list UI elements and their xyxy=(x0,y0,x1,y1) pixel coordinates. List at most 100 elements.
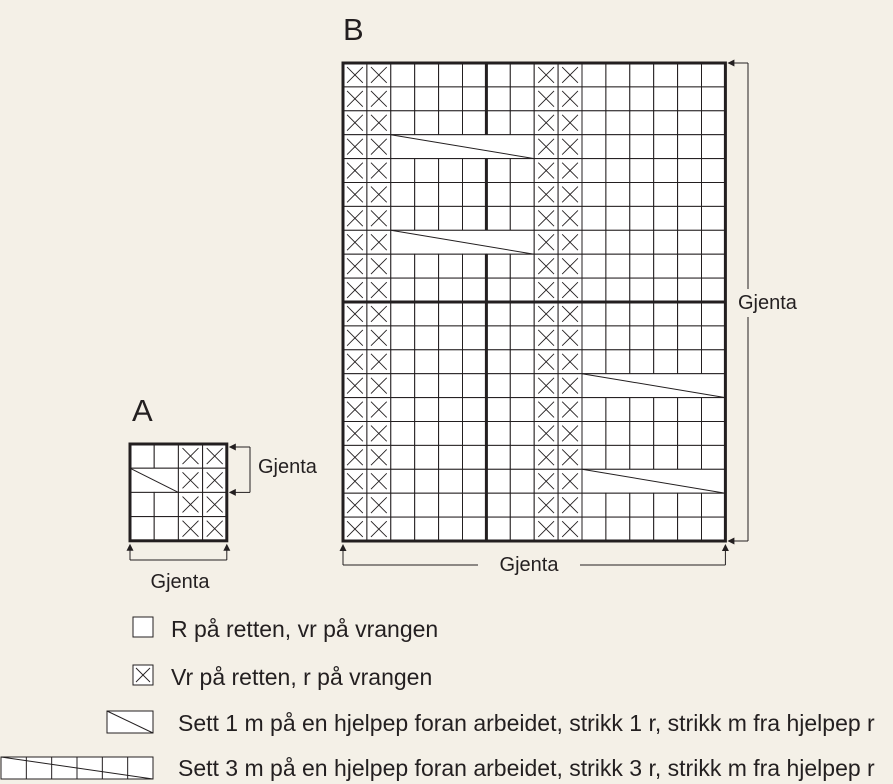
cable-diagonal xyxy=(390,229,535,255)
knit-cell xyxy=(605,277,631,303)
knit-cell xyxy=(462,158,487,184)
knit-cell xyxy=(605,86,631,112)
knit-cell xyxy=(509,421,535,446)
knit-cell xyxy=(414,444,440,470)
chart-b-grid xyxy=(341,61,727,543)
knit-cell xyxy=(462,110,487,136)
knit-cell xyxy=(438,182,464,207)
knit-cell xyxy=(605,421,631,446)
knit-cell xyxy=(677,86,702,112)
purl-mark xyxy=(537,377,555,394)
knit-cell xyxy=(485,205,511,231)
knit-cell xyxy=(653,397,679,423)
knit-cell xyxy=(509,468,535,494)
purl-mark xyxy=(370,281,388,299)
knit-cell xyxy=(605,349,631,375)
knit-cell xyxy=(581,516,607,542)
knit-cell xyxy=(462,277,487,303)
knit-cell xyxy=(629,158,655,184)
legend-text: Sett 1 m på en hjelpep foran arbeidet, s… xyxy=(178,710,875,736)
knit-cell xyxy=(390,349,416,375)
knit-cell xyxy=(390,86,416,112)
knit-stitch-icon xyxy=(132,616,154,638)
knit-cell xyxy=(653,110,679,136)
chart-a-repeat-brackets xyxy=(126,443,251,561)
purl-mark xyxy=(561,114,579,131)
purl-mark xyxy=(370,90,388,108)
knit-cell xyxy=(701,444,726,470)
knit-cell xyxy=(605,134,631,160)
knit-cell xyxy=(390,325,416,351)
knit-cell xyxy=(414,301,440,327)
knit-cell xyxy=(390,158,416,184)
knit-cell xyxy=(653,62,679,88)
knit-cell xyxy=(677,158,702,184)
cable-1x1-icon xyxy=(106,710,154,734)
knit-cell xyxy=(509,86,535,112)
knit-cell xyxy=(438,325,464,351)
knit-cell xyxy=(485,468,511,494)
purl-mark xyxy=(537,329,555,347)
knit-cell xyxy=(509,301,535,327)
knit-cell xyxy=(509,158,535,184)
knit-cell xyxy=(653,492,679,518)
knit-cell xyxy=(605,158,631,184)
knit-cell xyxy=(414,349,440,375)
knit-cell xyxy=(462,325,487,351)
knit-cell xyxy=(677,397,702,423)
knit-cell xyxy=(414,62,440,88)
knit-cell xyxy=(414,253,440,279)
knit-cell xyxy=(462,62,487,88)
purl-mark xyxy=(206,447,224,465)
knit-cell xyxy=(629,349,655,375)
knit-cell xyxy=(701,325,726,351)
knit-cell xyxy=(485,444,511,470)
knit-cell xyxy=(438,468,464,494)
knit-cell xyxy=(390,205,416,231)
knit-cell xyxy=(438,253,464,279)
purl-mark xyxy=(561,353,579,370)
purl-mark xyxy=(561,496,579,514)
knit-cell xyxy=(581,253,607,279)
knit-cell xyxy=(677,62,702,88)
purl-mark xyxy=(537,496,555,514)
purl-mark xyxy=(537,138,555,155)
knit-cell xyxy=(509,325,535,351)
purl-mark xyxy=(370,210,388,227)
knit-cell xyxy=(414,325,440,351)
chart-a-label: A xyxy=(132,393,153,428)
purl-mark xyxy=(561,401,579,418)
knit-cell xyxy=(485,158,511,184)
knit-cell xyxy=(605,205,631,231)
knit-cell xyxy=(701,182,726,207)
knit-cell xyxy=(438,444,464,470)
purl-mark xyxy=(537,305,555,323)
knit-cell xyxy=(414,373,440,399)
purl-mark xyxy=(346,186,364,203)
knit-cell xyxy=(390,516,416,542)
knit-cell xyxy=(629,325,655,351)
knit-cell xyxy=(153,516,179,542)
knit-cell xyxy=(653,277,679,303)
knit-cell xyxy=(485,397,511,423)
purl-mark xyxy=(346,234,364,251)
knit-cell xyxy=(653,301,679,327)
knit-cell xyxy=(509,182,535,207)
knit-cell xyxy=(390,492,416,518)
knit-cell xyxy=(701,158,726,184)
purl-mark xyxy=(370,138,388,155)
purl-mark xyxy=(370,329,388,347)
knit-cell xyxy=(677,444,702,470)
knit-cell xyxy=(629,444,655,470)
knit-cell xyxy=(605,301,631,327)
purl-mark xyxy=(370,449,388,466)
knit-cell xyxy=(701,397,726,423)
knit-cell xyxy=(509,205,535,231)
purl-mark xyxy=(370,305,388,323)
purl-mark xyxy=(370,234,388,251)
knit-cell xyxy=(438,277,464,303)
legend-text: R på retten, vr på vrangen xyxy=(171,616,438,642)
knit-cell xyxy=(438,516,464,542)
chart-a-repeat-stitches-label: Gjenta xyxy=(151,571,211,593)
knit-cell xyxy=(653,421,679,446)
